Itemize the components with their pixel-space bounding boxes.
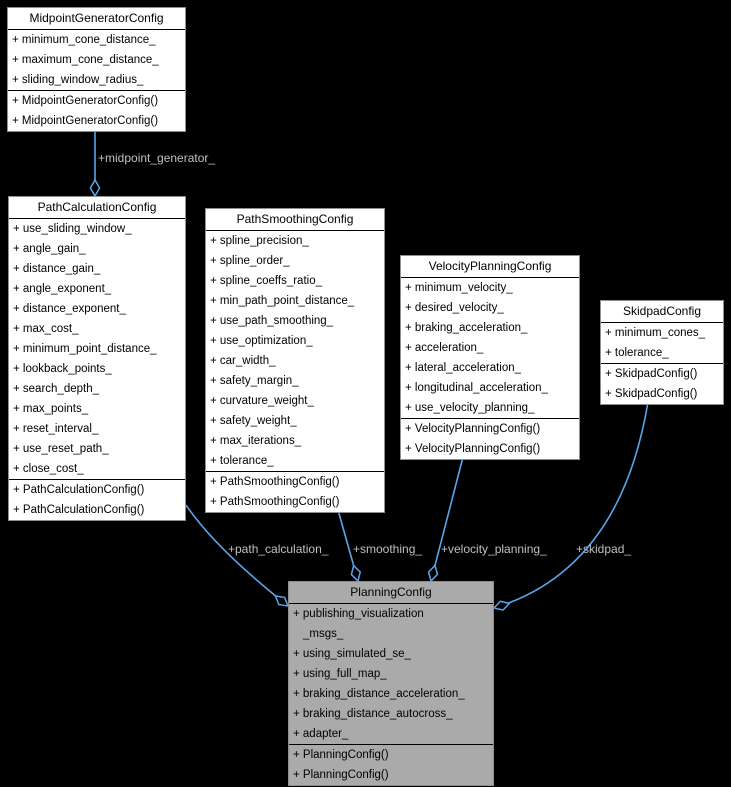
class-box-skidpad-config[interactable]: SkidpadConfig + minimum_cones_ + toleranc… xyxy=(600,300,724,405)
class-member: + MidpointGeneratorConfig() xyxy=(12,95,159,107)
class-member: + PathCalculationConfig() xyxy=(13,484,145,496)
class-title: SkidpadConfig xyxy=(601,301,723,323)
class-member: + PathSmoothingConfig() xyxy=(210,496,340,508)
class-member: + car_width_ xyxy=(210,355,276,367)
class-member: + close_cost_ xyxy=(13,463,84,475)
class-member: + spline_coeffs_ratio_ xyxy=(210,275,322,287)
class-member: + tolerance_ xyxy=(605,347,669,359)
class-member: + curvature_weight_ xyxy=(210,395,314,407)
class-member: + max_iterations_ xyxy=(210,435,302,447)
class-member: + search_depth_ xyxy=(13,383,99,395)
class-member: + use_path_smoothing_ xyxy=(210,315,334,327)
class-box-path-smoothing-config[interactable]: PathSmoothingConfig + spline_precision_+… xyxy=(205,208,385,513)
class-title: VelocityPlanningConfig xyxy=(401,256,579,278)
edge-label-skidpad: +skidpad_ xyxy=(576,542,632,556)
edge-velocity-planning xyxy=(431,456,464,581)
class-member: + spline_order_ xyxy=(210,255,290,267)
class-title: PathCalculationConfig xyxy=(9,197,185,219)
class-member: + use_reset_path_ xyxy=(13,443,109,455)
class-member: + using_simulated_se_ xyxy=(293,648,411,660)
class-member: + lookback_points_ xyxy=(13,363,112,375)
class-member: + PlanningConfig() xyxy=(293,749,389,761)
class-member: + max_cost_ xyxy=(13,323,79,335)
class-member: + publishing_visualization_msgs_ xyxy=(293,608,424,640)
class-attributes: + minimum_cones_ + tolerance_ xyxy=(601,323,723,363)
class-methods: + PlanningConfig() + PlanningConfig() xyxy=(289,744,493,785)
class-title: MidpointGeneratorConfig xyxy=(8,8,185,30)
class-box-velocity-planning-config[interactable]: VelocityPlanningConfig + minimum_velocit… xyxy=(400,255,580,460)
class-member: + sliding_window_radius_ xyxy=(12,74,144,86)
class-member: + PlanningConfig() xyxy=(293,769,389,781)
class-member: + longitudinal_acceleration_ xyxy=(405,382,548,394)
edge-smoothing xyxy=(337,509,358,581)
edge-label-midpoint-generator: +midpoint_generator_ xyxy=(98,151,216,165)
class-member: + tolerance_ xyxy=(210,455,274,467)
class-attributes: + minimum_velocity_ + desired_velocity_ + … xyxy=(401,278,579,418)
class-member: + PathSmoothingConfig() xyxy=(210,476,340,488)
class-member: + MidpointGeneratorConfig() xyxy=(12,115,159,127)
class-member: + distance_gain_ xyxy=(13,263,101,275)
class-member: + braking_distance_acceleration_ xyxy=(293,688,465,700)
class-member: + maximum_cone_distance_ xyxy=(12,54,159,66)
class-methods: + PathCalculationConfig() + PathCalculati… xyxy=(9,479,185,520)
class-attributes: + minimum_cone_distance_ + maximum_cone_d… xyxy=(8,30,185,90)
class-member: + use_optimization_ xyxy=(210,335,313,347)
class-member: + adapter_ xyxy=(293,728,349,740)
edge-path-calculation xyxy=(185,504,288,606)
class-member: + desired_velocity_ xyxy=(405,302,504,314)
class-member: + spline_precision_ xyxy=(210,235,309,247)
class-member: + braking_distance_autocross_ xyxy=(293,708,453,720)
class-member: + minimum_point_distance_ xyxy=(13,343,157,355)
class-member: + reset_interval_ xyxy=(13,423,99,435)
class-box-planning-config: PlanningConfig + publishing_visualizatio… xyxy=(288,581,494,786)
class-attributes: + spline_precision_ + spline_order_ + spli… xyxy=(206,231,384,471)
class-member: + braking_acceleration_ xyxy=(405,322,528,334)
class-member: + safety_margin_ xyxy=(210,375,299,387)
class-member: + lateral_acceleration_ xyxy=(405,362,522,374)
class-member: + VelocityPlanningConfig() xyxy=(405,423,541,435)
class-member: + using_full_map_ xyxy=(293,668,387,680)
class-member: + minimum_cones_ xyxy=(605,327,706,339)
class-methods: + MidpointGeneratorConfig() + MidpointGen… xyxy=(8,90,185,131)
class-member: + VelocityPlanningConfig() xyxy=(405,443,541,455)
edge-label-smoothing: +smoothing_ xyxy=(353,542,423,556)
edge-skidpad xyxy=(494,401,649,608)
edge-label-velocity-planning: +velocity_planning_ xyxy=(441,542,547,556)
class-member: + acceleration_ xyxy=(405,342,484,354)
class-member: + safety_weight_ xyxy=(210,415,297,427)
class-methods: + PathSmoothingConfig() + PathSmoothingCo… xyxy=(206,471,384,512)
class-member: + distance_exponent_ xyxy=(13,303,126,315)
class-attributes: + publishing_visualization_msgs_ + using_… xyxy=(289,604,493,744)
class-box-path-calculation-config[interactable]: PathCalculationConfig + use_sliding_wind… xyxy=(8,196,186,521)
class-member: + use_sliding_window_ xyxy=(13,223,132,235)
class-member: + SkidpadConfig() xyxy=(605,368,698,380)
class-methods: + SkidpadConfig() + SkidpadConfig() xyxy=(601,363,723,404)
class-member: + SkidpadConfig() xyxy=(605,388,698,400)
class-member: + angle_exponent_ xyxy=(13,283,112,295)
class-box-midpoint-generator-config[interactable]: MidpointGeneratorConfig + minimum_cone_d… xyxy=(7,7,186,132)
class-member: + angle_gain_ xyxy=(13,243,86,255)
class-member: + min_path_point_distance_ xyxy=(210,295,355,307)
class-title: PlanningConfig xyxy=(289,582,493,604)
edge-label-path-calculation: +path_calculation_ xyxy=(228,542,329,556)
class-member: + PathCalculationConfig() xyxy=(13,504,145,516)
class-member: + minimum_velocity_ xyxy=(405,282,513,294)
class-attributes: + use_sliding_window_ + angle_gain_ + dist… xyxy=(9,219,185,479)
class-title: PathSmoothingConfig xyxy=(206,209,384,231)
class-member: + minimum_cone_distance_ xyxy=(12,34,156,46)
class-methods: + VelocityPlanningConfig() + VelocityPlan… xyxy=(401,418,579,459)
class-member: + max_points_ xyxy=(13,403,89,415)
class-member: + use_velocity_planning_ xyxy=(405,402,535,414)
